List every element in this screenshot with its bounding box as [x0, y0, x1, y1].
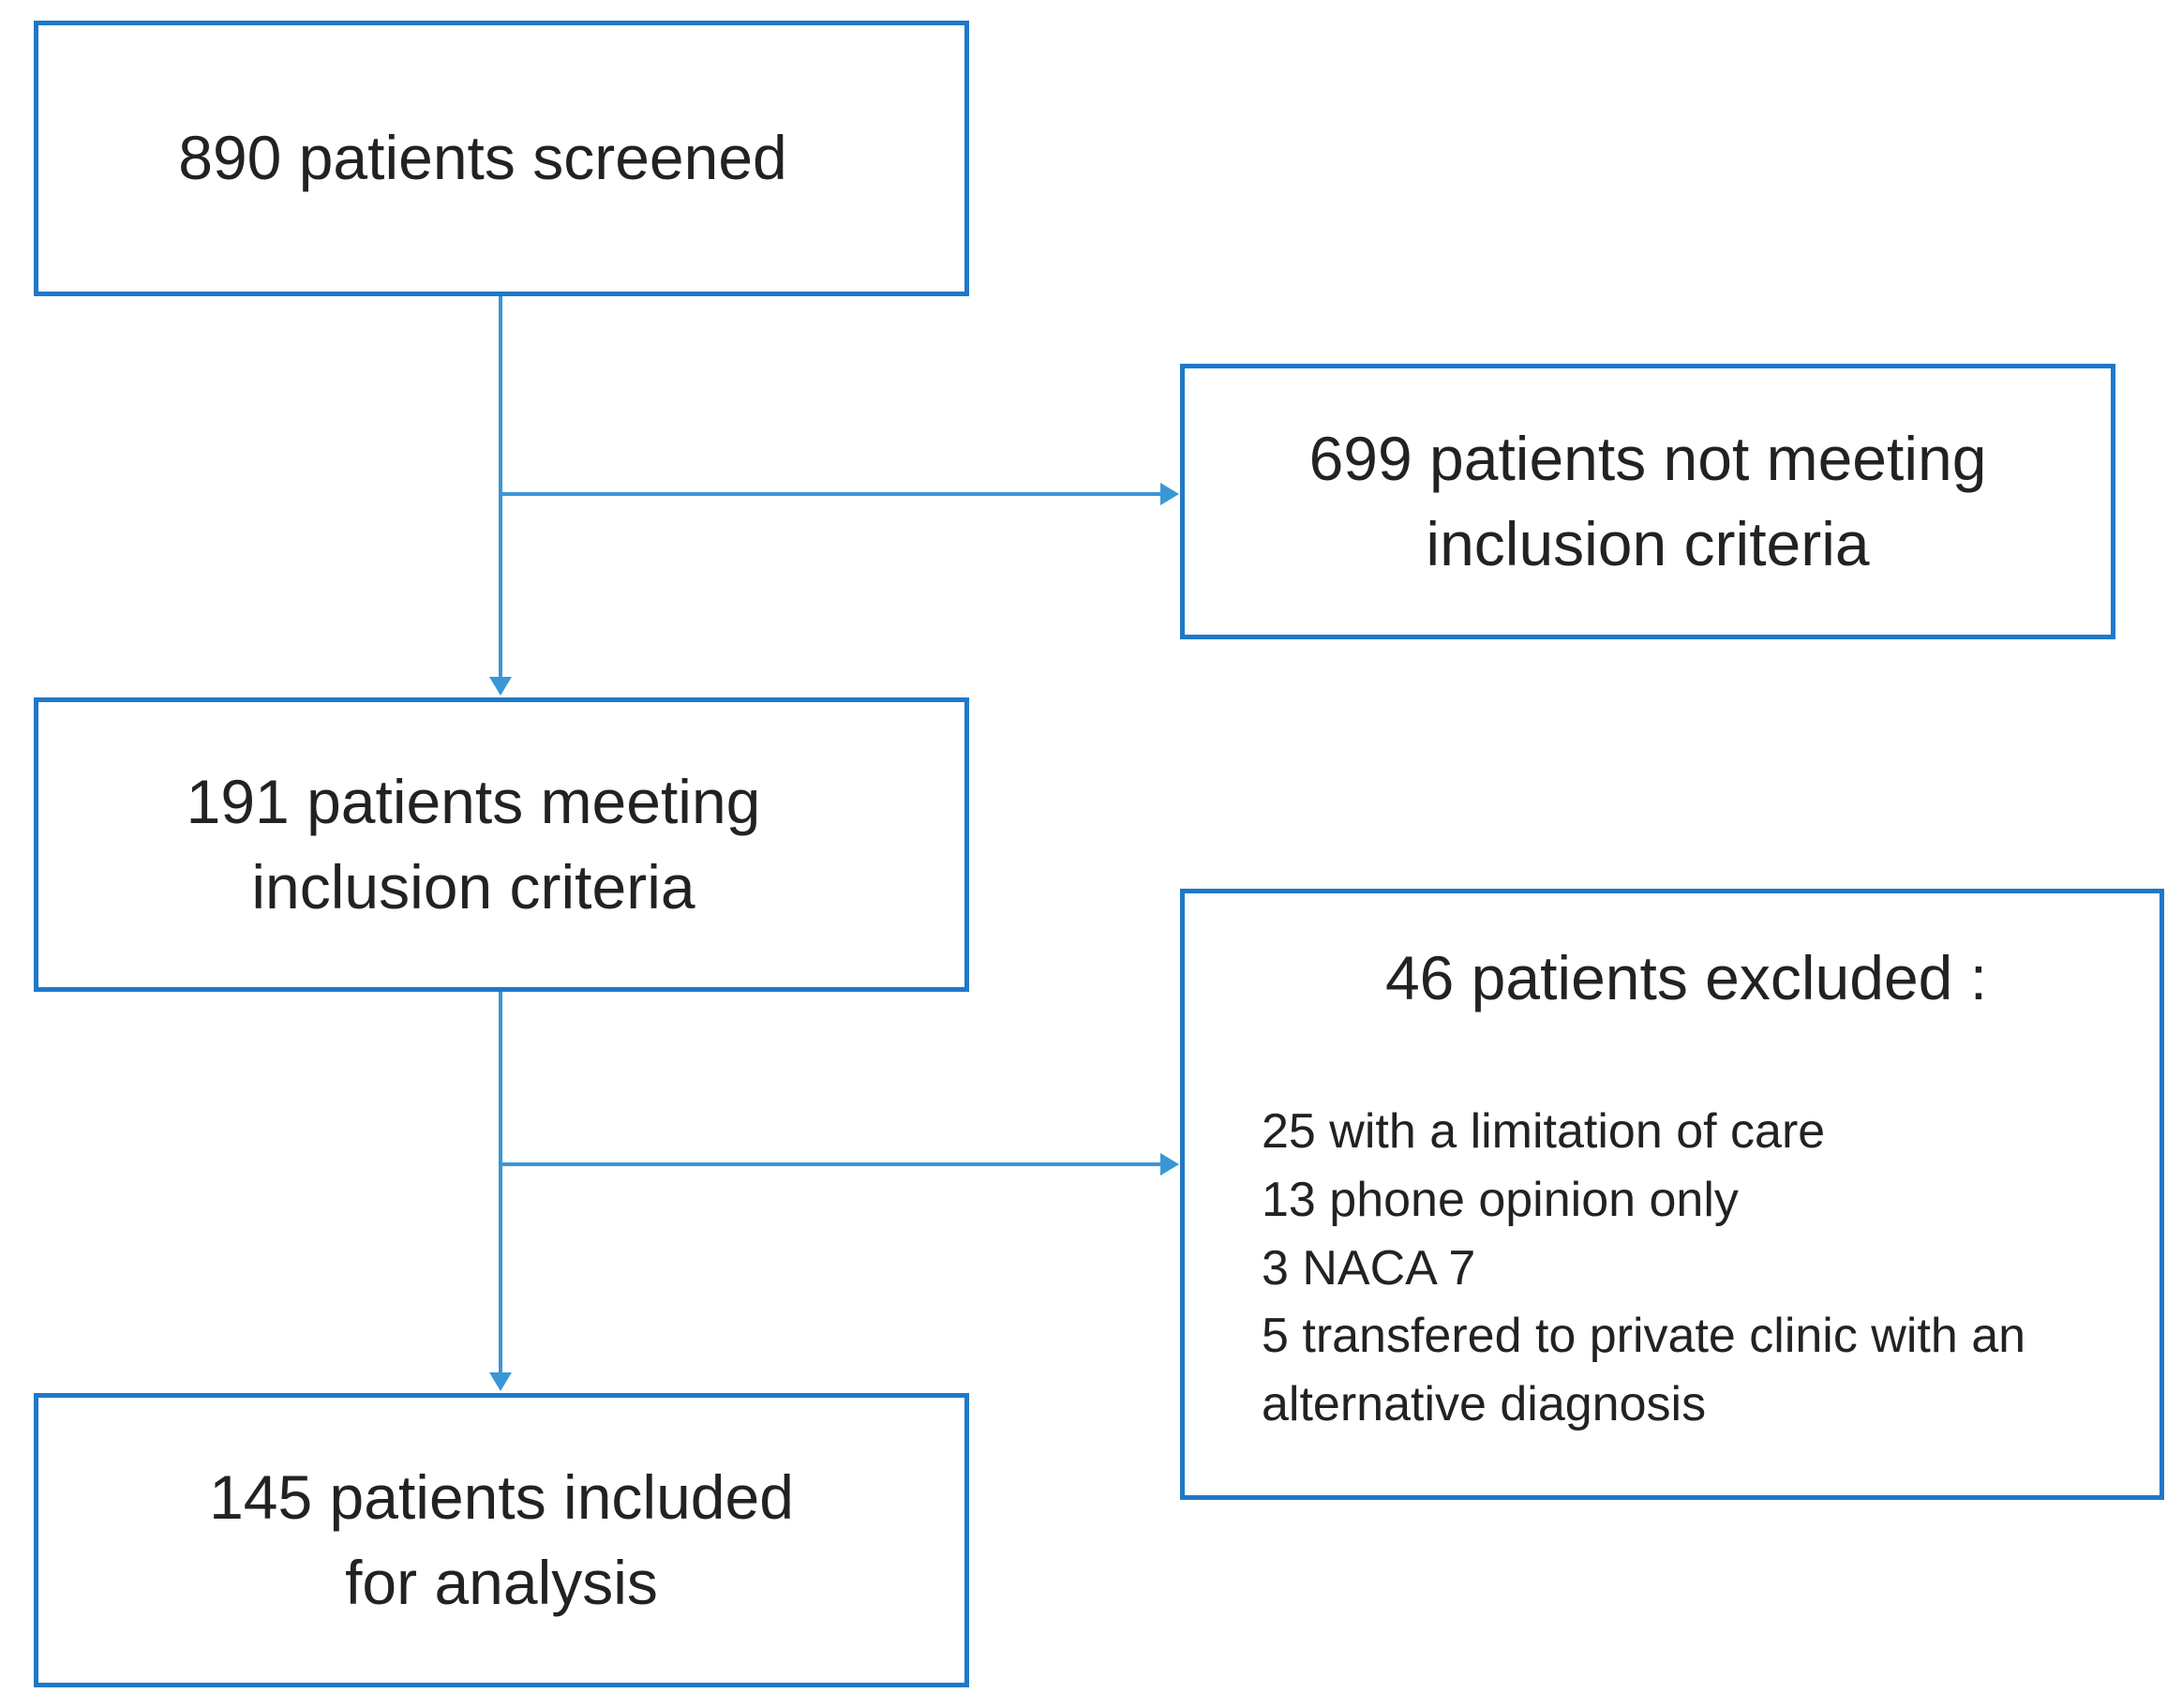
included-line-1: 145 patients included: [209, 1461, 794, 1532]
box-not-meeting-criteria: 699 patients not meeting inclusion crite…: [1180, 364, 2115, 639]
box-patients-screened: 890 patients screened: [34, 21, 969, 296]
meeting-line-1: 191 patients meeting: [186, 766, 761, 836]
excluded-reason: 5 transfered to private clinic with an: [1262, 1309, 2026, 1364]
excluded-reason: 25 with a limitation of care: [1262, 1104, 1826, 1159]
excluded-reason: 13 phone opinion only: [1262, 1172, 1739, 1227]
box-meeting-criteria: 191 patients meeting inclusion criteria: [34, 697, 969, 992]
included-line-2: for analysis: [345, 1548, 658, 1617]
excluded-reasons-list: 25 with a limitation of care 13 phone op…: [1262, 1098, 2141, 1439]
excluded-reason: alternative diagnosis: [1262, 1377, 1707, 1432]
arrowhead-not-meeting: [1160, 483, 1179, 505]
excluded-reason: 3 NACA 7: [1262, 1240, 1476, 1296]
not-meeting-line-2: inclusion criteria: [1426, 509, 1870, 578]
arrowhead-excluded: [1160, 1153, 1179, 1176]
box-patients-excluded: 46 patients excluded : 25 with a limitat…: [1180, 889, 2164, 1500]
excluded-title: 46 patients excluded :: [1384, 943, 1988, 1012]
not-meeting-line-1: 699 patients not meeting: [1308, 423, 1987, 493]
arrowhead-meeting: [489, 677, 512, 696]
arrowhead-included: [489, 1372, 512, 1391]
screened-line-1: 890 patients screened: [178, 123, 787, 193]
meeting-line-2: inclusion criteria: [251, 852, 695, 921]
box-patients-included: 145 patients included for analysis: [34, 1393, 969, 1687]
